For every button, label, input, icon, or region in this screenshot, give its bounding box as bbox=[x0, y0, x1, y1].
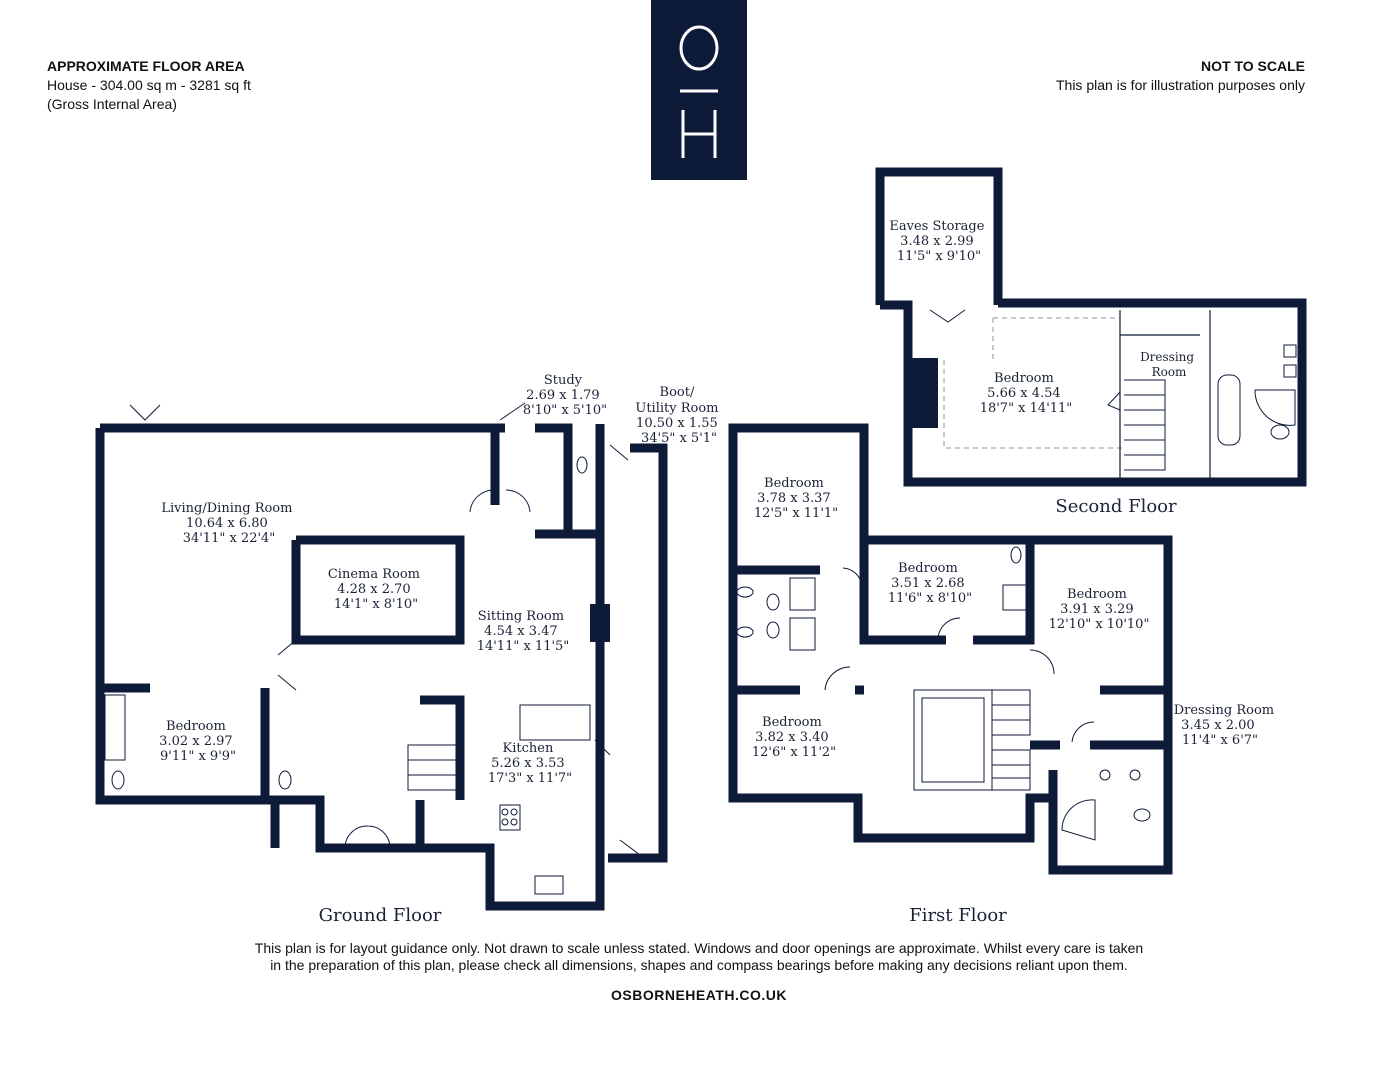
first-floor-plan bbox=[728, 423, 1173, 875]
second-floor-bedroom-label: Bedroom 5.66 x 4.54 18'7" x 14'11" bbox=[980, 371, 1073, 416]
disclaimer-line-1: This plan is for layout guidance only. N… bbox=[254, 940, 1144, 956]
living-dining-label: Living/Dining Room 10.64 x 6.80 34'11" x… bbox=[161, 501, 296, 546]
first-floor-dressing-label: Dressing Room 3.45 x 2.00 11'4" x 6'7" bbox=[1174, 703, 1279, 748]
brand-logo-mark bbox=[679, 25, 719, 158]
scale-title: NOT TO SCALE bbox=[1201, 58, 1305, 74]
floor-area-title: APPROXIMATE FLOOR AREA bbox=[47, 58, 245, 74]
floor-area-size: House - 304.00 sq m - 3281 sq ft bbox=[47, 77, 251, 93]
floor-area-info: APPROXIMATE FLOOR AREA House - 304.00 sq… bbox=[47, 57, 251, 114]
second-floor-plan bbox=[875, 167, 1307, 487]
second-floor-dressing-label: Dressing Room bbox=[1140, 350, 1198, 379]
ground-floor-bedroom-label: Bedroom 3.02 x 2.97 9'11" x 9'9" bbox=[159, 719, 237, 764]
first-floor-bedroom-4-label: Bedroom 3.82 x 3.40 12'6" x 11'2" bbox=[752, 715, 836, 760]
kitchen-label: Kitchen 5.26 x 3.53 17'3" x 11'7" bbox=[488, 741, 572, 786]
floor-area-note: (Gross Internal Area) bbox=[47, 96, 177, 112]
floor-plan: Eaves Storage 3.48 x 2.99 11'5" x 9'10" … bbox=[95, 167, 1307, 926]
eaves-storage-label: Eaves Storage 3.48 x 2.99 11'5" x 9'10" bbox=[889, 219, 988, 264]
disclaimer: This plan is for layout guidance only. N… bbox=[0, 940, 1398, 974]
first-floor-bedroom-2-label: Bedroom 3.51 x 2.68 11'6" x 8'10" bbox=[888, 561, 972, 606]
boot-utility-label: Boot/ Utility Room 10.50 x 1.55 34'5" x … bbox=[635, 385, 722, 446]
ground-floor-plan bbox=[95, 402, 668, 911]
first-floor-bedroom-3-label: Bedroom 3.91 x 3.29 12'10" x 10'10" bbox=[1049, 587, 1150, 632]
ground-floor-title: Ground Floor bbox=[319, 905, 442, 926]
sitting-room-label: Sitting Room 4.54 x 3.47 14'11" x 11'5" bbox=[477, 609, 570, 654]
second-floor-title: Second Floor bbox=[1055, 496, 1177, 517]
cinema-room-label: Cinema Room 4.28 x 2.70 14'1" x 8'10" bbox=[328, 567, 424, 612]
disclaimer-line-2: in the preparation of this plan, please … bbox=[270, 957, 1128, 973]
brand-logo bbox=[651, 0, 747, 180]
first-floor-title: First Floor bbox=[909, 905, 1007, 926]
study-label: Study 2.69 x 1.79 8'10" x 5'10" bbox=[523, 373, 607, 418]
scale-info: NOT TO SCALE This plan is for illustrati… bbox=[1056, 57, 1305, 95]
first-floor-bedroom-1-label: Bedroom 3.78 x 3.37 12'5" x 11'1" bbox=[754, 476, 838, 521]
website-link[interactable]: OSBORNEHEATH.CO.UK bbox=[611, 987, 787, 1003]
scale-note: This plan is for illustration purposes o… bbox=[1055, 77, 1305, 93]
